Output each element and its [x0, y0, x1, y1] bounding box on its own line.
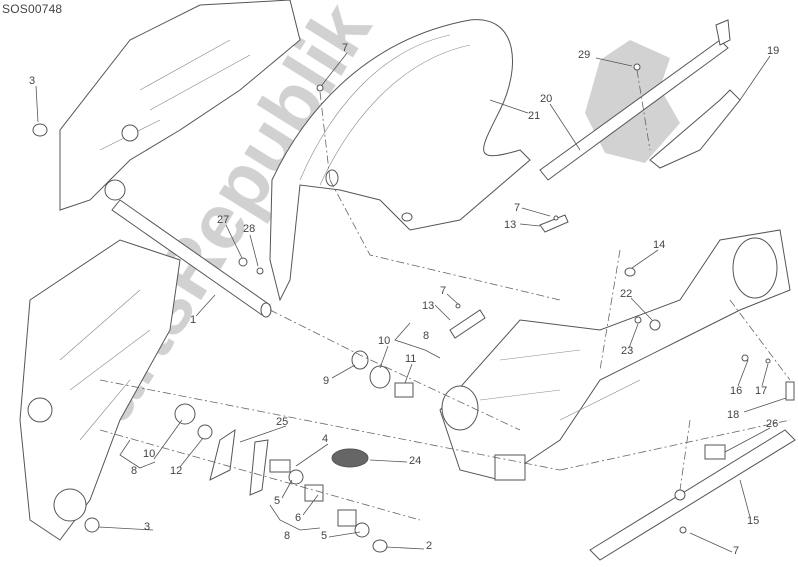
callout-7: 7: [440, 285, 446, 297]
diagram-code: SOS00748: [2, 2, 63, 16]
swingarm: [439, 229, 791, 481]
callout-7: 7: [514, 202, 520, 214]
callout-5: 5: [274, 495, 280, 507]
callout-12: 12: [170, 465, 182, 477]
callout-15: 15: [747, 515, 759, 527]
callout-17: 17: [755, 385, 767, 397]
callout-7: 7: [733, 545, 739, 557]
callout-6: 6: [295, 512, 301, 524]
callout-3: 3: [144, 521, 150, 533]
callout-1: 1: [190, 314, 196, 326]
callout-13: 13: [422, 300, 434, 312]
callout-29: 29: [578, 49, 590, 61]
callout-13: 13: [504, 219, 516, 231]
callout-16: 16: [730, 385, 742, 397]
chain-guard-upper: [539, 19, 731, 181]
callout-4: 4: [322, 433, 328, 445]
callout-24: 24: [409, 455, 421, 467]
assembly-lines: [99, 69, 791, 521]
callout-14: 14: [653, 239, 665, 251]
callout-22: 22: [620, 288, 632, 300]
callout-19: 19: [767, 45, 779, 57]
small-parts: [32, 63, 795, 553]
callout-10: 10: [378, 335, 390, 347]
callout-9: 9: [323, 375, 329, 387]
leader-lines: [35, 52, 787, 553]
callout-25: 25: [276, 416, 288, 428]
pivot-shaft: [111, 199, 272, 318]
frame-section: [59, 0, 301, 211]
callout-21: 21: [528, 110, 540, 122]
callout-3: 3: [29, 75, 35, 87]
frame-lower: [19, 239, 181, 541]
callout-labels: 3 7 21 29 20 19 7 13 27 28 14 22 23 1 7 …: [29, 42, 779, 557]
callout-18: 18: [727, 409, 739, 421]
callout-27: 27: [217, 214, 229, 226]
callout-8: 8: [131, 465, 137, 477]
callout-8: 8: [423, 330, 429, 342]
callout-8: 8: [284, 530, 290, 542]
callout-11: 11: [405, 353, 416, 365]
callout-26: 26: [766, 418, 778, 430]
callout-20: 20: [540, 93, 552, 105]
callout-23: 23: [621, 345, 633, 357]
callout-5: 5: [321, 530, 327, 542]
callout-10: 10: [143, 448, 155, 460]
callout-7: 7: [342, 42, 348, 54]
chain-guard-lower: [589, 429, 796, 561]
callout-28: 28: [243, 223, 255, 235]
callout-2: 2: [426, 540, 432, 552]
